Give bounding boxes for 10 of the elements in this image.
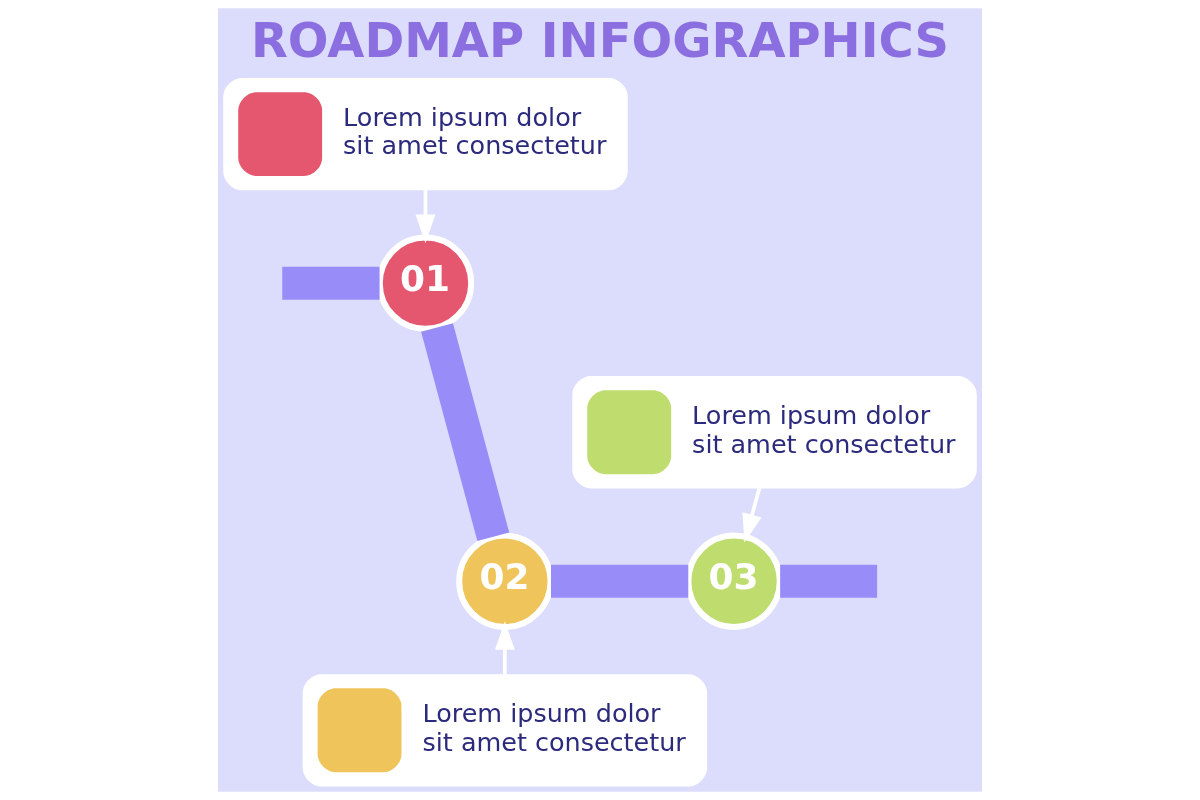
connector [421,323,510,542]
node-circle: 03 [685,532,783,630]
diagram-title: ROADMAP INFOGRAPHICS [250,13,950,69]
connector [780,564,878,598]
node-circle: 02 [456,532,554,630]
arrow [415,189,436,244]
connector [282,266,380,300]
arrow [742,487,762,543]
arrow [494,621,515,675]
connector [551,564,689,598]
